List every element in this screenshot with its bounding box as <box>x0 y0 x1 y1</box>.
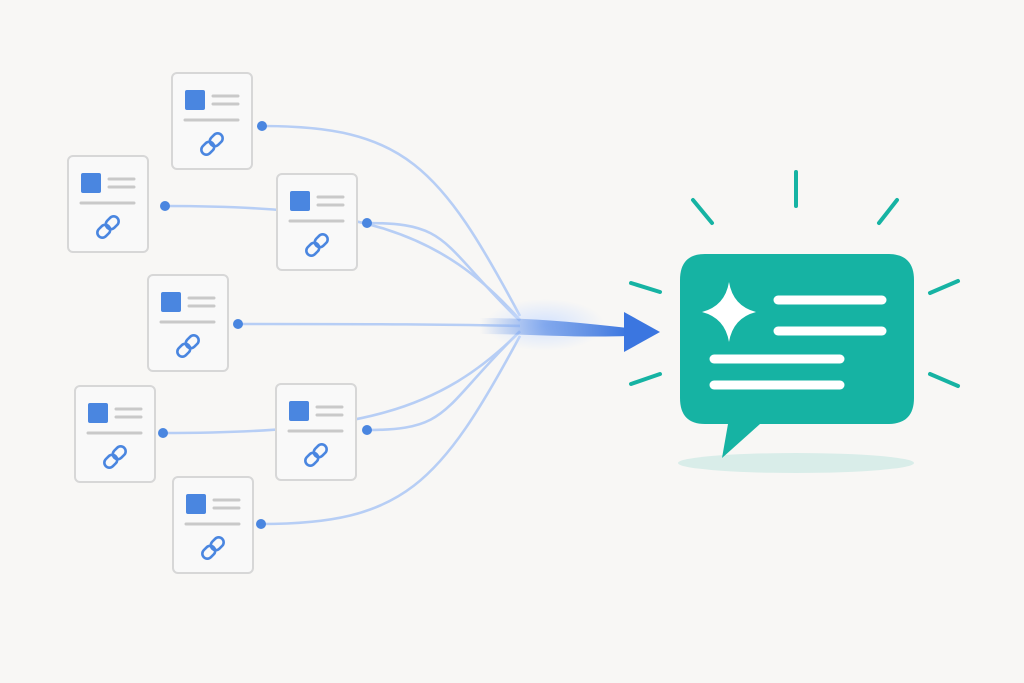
highlight-rays <box>629 170 960 388</box>
thumbnail-icon <box>290 191 310 211</box>
link-icon <box>305 233 329 257</box>
connector-5 <box>162 330 521 435</box>
bubble-text-lines <box>709 295 887 390</box>
source-doc-4 <box>147 274 229 372</box>
source-documents <box>67 72 372 574</box>
connector-4 <box>237 322 521 328</box>
thumbnail-icon <box>81 173 101 193</box>
link-icon <box>96 215 120 239</box>
source-doc-7 <box>172 476 254 574</box>
ray-top-right <box>877 198 899 225</box>
connector-dot <box>362 218 372 228</box>
connector-dot <box>257 121 267 131</box>
connector-dot <box>362 425 372 435</box>
connector-dot <box>160 201 170 211</box>
link-icon <box>176 334 200 358</box>
source-doc-3 <box>276 173 358 271</box>
source-doc-2 <box>67 155 149 253</box>
arrow-head-icon <box>624 312 660 352</box>
sparkle-icon <box>702 282 756 342</box>
link-icon <box>103 445 127 469</box>
thumbnail-icon <box>88 403 108 423</box>
connector-dot <box>158 428 168 438</box>
ray-left-lower <box>629 372 662 386</box>
source-doc-1 <box>171 72 253 170</box>
ray-top-left <box>691 198 714 225</box>
connector-6 <box>366 330 521 432</box>
ray-left-upper <box>629 281 662 294</box>
thumbnail-icon <box>186 494 206 514</box>
connector-1 <box>261 124 522 317</box>
thumbnail-icon <box>185 90 205 110</box>
ray-right-lower <box>928 372 960 388</box>
link-icon <box>304 443 328 467</box>
thumbnail-icon <box>161 292 181 312</box>
link-icon <box>201 536 225 560</box>
link-icon <box>200 132 224 156</box>
source-doc-6 <box>275 383 357 481</box>
thumbnail-icon <box>289 401 309 421</box>
arrow-shaft <box>480 318 628 337</box>
connector-lines <box>162 124 522 526</box>
bubble-shadow <box>678 453 914 473</box>
connector-7 <box>260 335 522 526</box>
connector-dot <box>256 519 266 529</box>
connector-3 <box>366 221 521 322</box>
connector-dot <box>233 319 243 329</box>
ray-right-upper <box>928 279 960 295</box>
source-doc-5 <box>74 385 156 483</box>
answer-output <box>629 170 960 473</box>
